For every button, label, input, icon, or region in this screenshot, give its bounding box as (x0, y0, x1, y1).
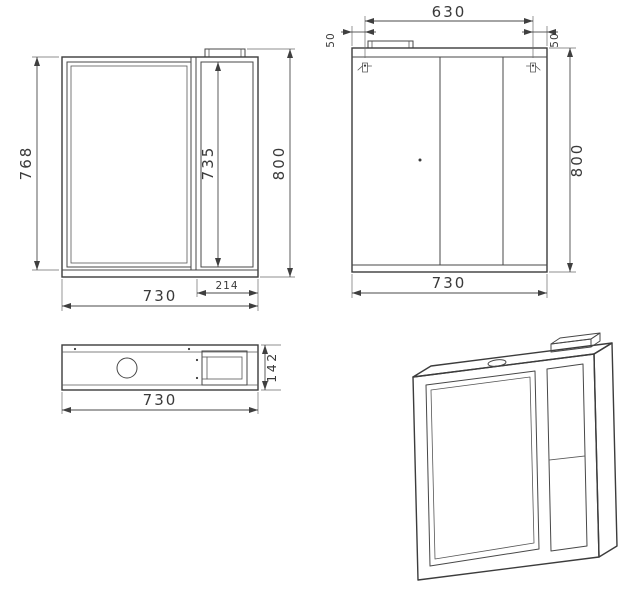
dim-hanger-span: 630 (364, 3, 534, 58)
iso-wire-hole (487, 359, 507, 367)
mirror-frame (66, 61, 192, 268)
light-box-back (367, 40, 414, 49)
back-view: 630 50 50 800 730 (325, 3, 586, 298)
iso-light-box (550, 332, 601, 353)
front-inner-height-label: 735 (199, 146, 217, 181)
screw-dot (418, 158, 422, 162)
dim-overall-width: 730 (61, 279, 259, 311)
hanger-bracket-left-icon (357, 62, 372, 73)
front-body-height-label: 768 (17, 146, 35, 181)
plan-view: 142 730 (61, 344, 281, 414)
iso-mirror (425, 370, 540, 567)
screw-dot (195, 376, 199, 380)
dim-back-overall-height: 800 (549, 47, 586, 273)
dim-overall-height: 800 (247, 48, 295, 278)
iso-mirror-inner-frame (430, 376, 535, 560)
plan-width-label: 730 (143, 391, 178, 409)
dim-body-height: 768 (17, 56, 59, 271)
iso-view (412, 332, 618, 581)
front-view: 768 735 800 214 730 (17, 48, 295, 311)
dim-back-overall-width: 730 (351, 274, 548, 298)
front-shelf-width-label: 214 (215, 280, 238, 292)
iso-shelf-edge (548, 455, 586, 461)
dim-inner-height: 735 (199, 62, 221, 267)
dim-shelf-width: 214 (196, 279, 258, 297)
iso-shelf-column (546, 363, 588, 552)
back-hanger-span-label: 630 (432, 3, 467, 21)
iso-front-face (412, 353, 600, 581)
hanger-bracket-right-icon (526, 62, 541, 73)
cabinet-back-outline (351, 47, 548, 273)
screw-dot (73, 347, 77, 351)
back-overall-height-label: 800 (568, 143, 586, 178)
screw-dot (187, 347, 191, 351)
iso-right-face (593, 342, 618, 558)
cabinet-outline (61, 56, 259, 278)
dim-plan-width: 730 (61, 391, 259, 414)
mirror (70, 65, 188, 264)
back-overall-width-label: 730 (432, 274, 467, 292)
light-box (204, 48, 246, 58)
plan-outline (61, 344, 259, 391)
shelf-column (200, 61, 254, 268)
plan-shelf-bracket (201, 350, 248, 386)
dim-right-offset: 50 (522, 26, 561, 48)
back-right-offset-label: 50 (549, 32, 561, 47)
front-overall-height-label: 800 (270, 146, 288, 181)
dim-depth: 142 (261, 344, 281, 391)
screw-dot (195, 358, 199, 362)
plan-hole (116, 357, 138, 379)
plan-depth-label: 142 (264, 351, 279, 382)
dim-left-offset: 50 (325, 26, 376, 48)
front-overall-width-label: 730 (143, 287, 178, 305)
back-left-offset-label: 50 (325, 32, 337, 47)
